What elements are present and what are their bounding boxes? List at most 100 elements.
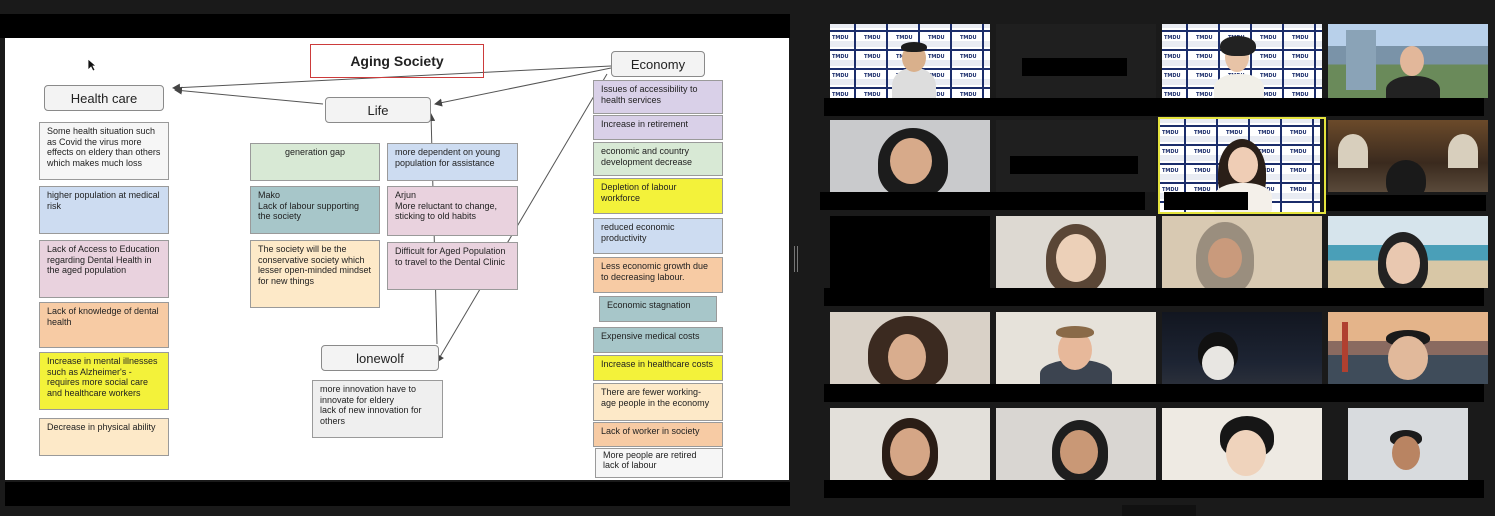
- economy-item-8: Expensive medical costs: [593, 327, 723, 353]
- tmdu-logo-text: TMDU: [832, 73, 849, 79]
- participant-tile[interactable]: TMDU TMDU TMDU TMDU TMDU TMDU TMDU TMDU TMDU TMDU…: [1162, 24, 1322, 98]
- life-header: Life: [325, 97, 431, 123]
- life-item-dental-clinic: Difficult for Aged Population to travel …: [387, 242, 518, 290]
- tmdu-logo-text: TMDU: [960, 54, 977, 60]
- economy-header: Economy: [611, 51, 705, 77]
- participant-tile[interactable]: [1348, 408, 1468, 480]
- participant-tile[interactable]: [1328, 312, 1488, 384]
- participant-tile[interactable]: [996, 312, 1156, 384]
- tmdu-logo-text: TMDU: [1162, 168, 1179, 174]
- tmdu-logo-text: TMDU: [1292, 54, 1309, 60]
- tmdu-logo-text: TMDU: [864, 92, 881, 98]
- tmdu-logo-text: TMDU: [1162, 149, 1179, 155]
- tmdu-logo-text: TMDU: [1164, 54, 1181, 60]
- economy-item-7: Economic stagnation: [599, 296, 717, 322]
- tmdu-logo-text: TMDU: [1196, 73, 1213, 79]
- tmdu-logo-text: TMDU: [1258, 168, 1275, 174]
- health-item-4: Lack of knowledge of dental health: [39, 302, 169, 348]
- economy-item-6: Less economic growth due to decreasing l…: [593, 257, 723, 293]
- economy-item-12: More people are retired lack of labour: [595, 448, 723, 478]
- participant-tile[interactable]: [996, 120, 1156, 192]
- tmdu-logo-text: TMDU: [1196, 35, 1213, 41]
- life-item-generation-gap: generation gap: [250, 143, 380, 181]
- participant-tile[interactable]: TMDU TMDU TMDU TMDU TMDU TMDU TMDU TMDU TMDU TMDU…: [830, 24, 990, 98]
- tmdu-logo-text: TMDU: [1260, 35, 1277, 41]
- tmdu-logo-text: TMDU: [1194, 187, 1211, 193]
- tmdu-logo-text: TMDU: [832, 35, 849, 41]
- participant-tile[interactable]: [1328, 216, 1488, 288]
- tmdu-logo-text: TMDU: [1162, 187, 1179, 193]
- tmdu-logo-text: TMDU: [1194, 168, 1211, 174]
- participant-name-redacted: [1022, 58, 1127, 76]
- tmdu-logo-text: TMDU: [960, 35, 977, 41]
- health-item-2: higher population at medical risk: [39, 186, 169, 234]
- tmdu-logo-text: TMDU: [1196, 92, 1213, 98]
- participant-tile[interactable]: [830, 312, 990, 384]
- participant-tile[interactable]: [996, 24, 1156, 98]
- tmdu-logo-text: TMDU: [1290, 149, 1307, 155]
- shared-screen: Aging Society Health care Life Economy l…: [0, 14, 790, 506]
- tmdu-logo-text: TMDU: [1292, 92, 1309, 98]
- economy-item-2: Increase in retirement: [593, 115, 723, 140]
- view-splitter-handle[interactable]: [794, 246, 798, 272]
- health-care-header: Health care: [44, 85, 164, 111]
- tmdu-logo-text: TMDU: [864, 35, 881, 41]
- gallery-page-indicator[interactable]: [1122, 505, 1196, 516]
- economy-item-1: Issues of accessibility to health servic…: [593, 80, 723, 114]
- tmdu-logo-text: TMDU: [1226, 130, 1243, 136]
- tmdu-logo-text: TMDU: [864, 54, 881, 60]
- tmdu-logo-text: TMDU: [1292, 73, 1309, 79]
- tmdu-logo-text: TMDU: [1164, 92, 1181, 98]
- slide-title: Aging Society: [310, 44, 484, 78]
- tmdu-logo-text: TMDU: [1194, 130, 1211, 136]
- economy-item-5: reduced economic productivity: [593, 218, 723, 254]
- economy-item-4: Depletion of labour workforce: [593, 178, 723, 214]
- participant-tile[interactable]: [1162, 408, 1322, 480]
- tmdu-logo-text: TMDU: [928, 73, 945, 79]
- health-item-5: Increase in mental illnesses such as Alz…: [39, 352, 169, 410]
- tmdu-logo-text: TMDU: [928, 35, 945, 41]
- share-bottom-bar: [5, 482, 790, 506]
- economy-item-9: Increase in healthcare costs: [593, 355, 723, 381]
- life-item-mako: Mako Lack of labour supporting the socie…: [250, 186, 380, 234]
- tmdu-logo-text: TMDU: [960, 73, 977, 79]
- row-divider: [820, 192, 1145, 210]
- participant-tile[interactable]: [830, 216, 990, 288]
- active-speaker-border: [1158, 117, 1326, 214]
- row-divider: [824, 98, 1484, 116]
- tmdu-logo-text: TMDU: [1260, 73, 1277, 79]
- lonewolf-item: more innovation have to innovate for eld…: [312, 380, 443, 438]
- tmdu-logo-text: TMDU: [1196, 54, 1213, 60]
- health-item-1: Some health situation such as Covid the …: [39, 122, 169, 180]
- tmdu-logo-text: TMDU: [928, 54, 945, 60]
- participant-name-redacted: [1010, 156, 1138, 174]
- tmdu-logo-text: TMDU: [1164, 35, 1181, 41]
- participant-tile[interactable]: [1162, 216, 1322, 288]
- tmdu-logo-text: TMDU: [832, 92, 849, 98]
- participant-tile[interactable]: [1328, 120, 1488, 192]
- arrow-economy-lonewolf: [436, 73, 608, 363]
- economy-item-3: economic and country development decreas…: [593, 142, 723, 176]
- row-divider: [824, 384, 1484, 402]
- arrow-life-health: [174, 86, 324, 105]
- participant-tile[interactable]: [830, 408, 990, 480]
- economy-item-10: There are fewer working-age people in th…: [593, 383, 723, 421]
- tmdu-logo-text: TMDU: [1292, 35, 1309, 41]
- row-divider: [1326, 195, 1486, 211]
- economy-item-11: Lack of worker in society: [593, 422, 723, 447]
- tmdu-logo-text: TMDU: [1258, 149, 1275, 155]
- participant-tile[interactable]: [996, 216, 1156, 288]
- participant-tile[interactable]: [830, 120, 990, 192]
- participant-name-redacted: [1164, 192, 1248, 210]
- tmdu-logo-text: TMDU: [864, 73, 881, 79]
- tmdu-logo-text: TMDU: [1162, 130, 1179, 136]
- participant-tile[interactable]: [1328, 24, 1488, 98]
- tmdu-logo-text: TMDU: [1290, 168, 1307, 174]
- row-divider: [824, 480, 1484, 498]
- tmdu-logo-text: TMDU: [1290, 130, 1307, 136]
- participant-tile[interactable]: [996, 408, 1156, 480]
- row-divider: [824, 288, 1484, 306]
- tmdu-logo-text: TMDU: [832, 54, 849, 60]
- participant-tile[interactable]: [1162, 312, 1322, 384]
- mouse-cursor-icon: [87, 58, 97, 72]
